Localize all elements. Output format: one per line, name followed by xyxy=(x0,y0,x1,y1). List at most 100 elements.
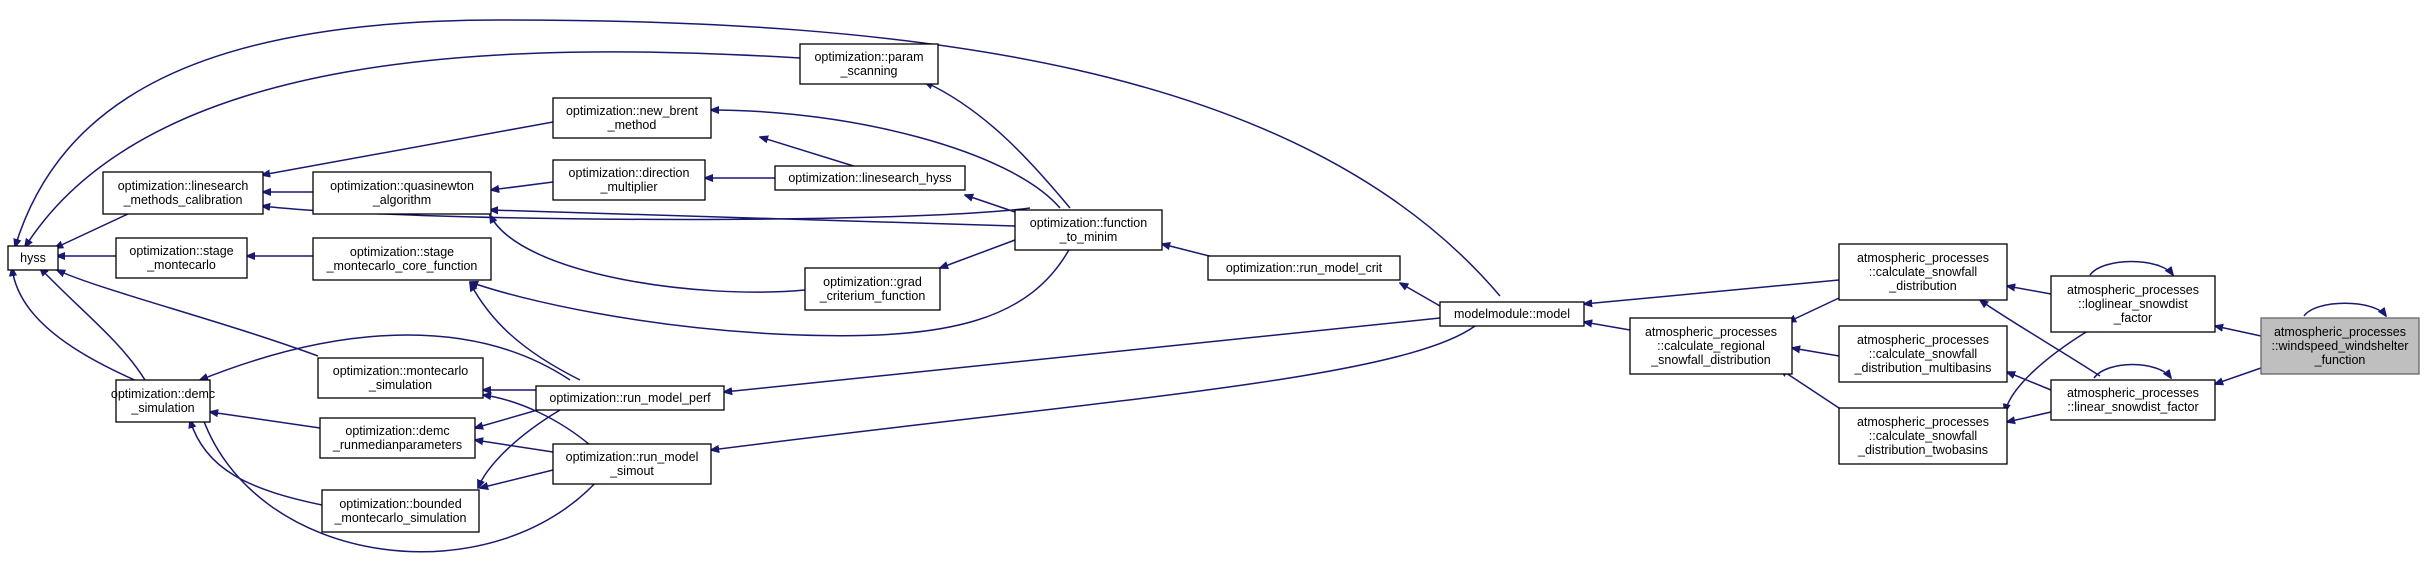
edge-linear-to-twobasins xyxy=(2007,411,2052,422)
node-new-brent[interactable]: optimization::new_brent_method xyxy=(552,97,712,139)
node-box[interactable] xyxy=(1838,325,2008,383)
node-box[interactable] xyxy=(535,385,725,411)
node-quasinewton[interactable]: optimization::quasinewton_algorithm xyxy=(312,171,492,215)
node-box[interactable] xyxy=(1207,255,1401,281)
node-label-line: optimization::bounded xyxy=(339,497,461,511)
node-label-line: _distribution_multibasins xyxy=(1854,361,1992,375)
edge-direction-to-quasinewton xyxy=(491,181,554,190)
node-box[interactable] xyxy=(774,165,966,191)
node-demc-runmedian[interactable]: optimization::demc_runmedianparameters xyxy=(319,417,476,459)
node-box[interactable] xyxy=(1838,243,2008,301)
node-box[interactable] xyxy=(312,171,492,215)
node-linesearch-calibration[interactable]: optimization::linesearch_methods_calibra… xyxy=(102,171,264,215)
edge-linear-to-multibasins xyxy=(2007,372,2052,391)
node-box[interactable] xyxy=(552,159,706,201)
node-demc-simulation[interactable]: optimization::demc_simulation xyxy=(111,379,215,423)
node-box[interactable] xyxy=(115,379,211,423)
node-windspeed-windshelter[interactable]: atmospheric_processes::windspeed_windshe… xyxy=(2260,317,2420,375)
node-box[interactable] xyxy=(804,267,941,311)
node-label-line: optimization::direction xyxy=(569,166,690,180)
node-run-model-simout[interactable]: optimization::run_model_simout xyxy=(552,443,712,485)
node-box[interactable] xyxy=(2050,379,2216,421)
edge-simout-to-demc-runmedian xyxy=(475,440,554,453)
node-label-line: _methods_calibration xyxy=(123,193,243,207)
node-label-line: atmospheric_processes xyxy=(1857,333,1989,347)
edge-linesearch-calibration-to-hyss xyxy=(55,212,131,248)
edge-loglinear-to-twobasins xyxy=(2005,328,2092,412)
node-box[interactable] xyxy=(102,171,264,215)
node-snowfall-twobasins[interactable]: atmospheric_processes::calculate_snowfal… xyxy=(1838,407,2008,465)
node-box[interactable] xyxy=(552,97,712,139)
node-box[interactable] xyxy=(799,43,939,85)
node-box[interactable] xyxy=(7,245,59,271)
node-box[interactable] xyxy=(552,443,712,485)
node-stage-core[interactable]: optimization::stage_montecarlo_core_func… xyxy=(312,237,492,281)
edge-windspeed-to-linear xyxy=(2215,367,2262,384)
node-montecarlo-sim[interactable]: optimization::montecarlo_simulation xyxy=(317,357,484,399)
edge-regional-to-model xyxy=(1584,322,1631,331)
node-box[interactable] xyxy=(319,417,476,459)
node-grad-criterium[interactable]: optimization::grad_criterium_function xyxy=(804,267,941,311)
node-box[interactable] xyxy=(2260,317,2420,375)
node-label-line: _snowfall_distribution xyxy=(1650,353,1771,367)
edge-perf-to-stage-core xyxy=(470,283,581,381)
node-label-line: modelmodule::model xyxy=(1454,307,1570,321)
edge-runmedian-to-demc xyxy=(210,412,321,429)
node-box[interactable] xyxy=(1838,407,2008,465)
node-stage-montecarlo[interactable]: optimization::stage_montecarlo xyxy=(115,237,248,279)
node-run-model-crit[interactable]: optimization::run_model_crit xyxy=(1207,255,1401,281)
node-label-line: _scanning xyxy=(840,64,898,78)
node-label-line: _simulation xyxy=(130,401,194,415)
node-linear-snowdist[interactable]: atmospheric_processes::linear_snowdist_f… xyxy=(2050,379,2216,421)
edge-grad-to-quasinewton xyxy=(490,215,806,293)
node-label-line: _method xyxy=(607,118,657,132)
edge-loglinear-to-loglinear xyxy=(2089,260,2173,276)
node-snowfall-distribution[interactable]: atmospheric_processes::calculate_snowfal… xyxy=(1838,243,2008,301)
node-label-line: _simulation xyxy=(368,378,432,392)
edge-simout-to-montecarlo xyxy=(483,395,591,446)
node-function-to-minim[interactable]: optimization::function_to_minim xyxy=(1014,209,1163,251)
edge-linesearch-hyss-to-new-brent xyxy=(760,137,861,169)
node-label-line: optimization::param xyxy=(814,50,923,64)
node-loglinear-snowdist[interactable]: atmospheric_processes::loglinear_snowdis… xyxy=(2050,275,2216,333)
node-snowfall-multibasins[interactable]: atmospheric_processes::calculate_snowfal… xyxy=(1838,325,2008,383)
node-box[interactable] xyxy=(1014,209,1163,251)
node-label-line: optimization::stage xyxy=(129,244,233,258)
node-hyss[interactable]: hyss xyxy=(7,245,59,271)
node-label-line: optimization::run_model_crit xyxy=(1226,261,1383,275)
node-bounded-mc[interactable]: optimization::bounded_montecarlo_simulat… xyxy=(321,489,480,533)
node-label-line: _montecarlo_simulation xyxy=(333,511,466,525)
edge-ftm-to-new-brent xyxy=(711,110,1061,209)
node-box[interactable] xyxy=(317,357,484,399)
node-box[interactable] xyxy=(312,237,492,281)
node-regional-snowfall[interactable]: atmospheric_processes::calculate_regiona… xyxy=(1629,317,1793,375)
node-model[interactable]: modelmodule::model xyxy=(1439,301,1585,327)
node-label-line: atmospheric_processes xyxy=(1857,251,1989,265)
node-box[interactable] xyxy=(1439,301,1585,327)
node-label-line: ::calculate_snowfall xyxy=(1869,347,1977,361)
edge-linear-to-snowfall-distribution xyxy=(1980,300,2101,377)
node-label-line: atmospheric_processes xyxy=(1645,325,1777,339)
node-label-line: _distribution_twobasins xyxy=(1857,443,1988,457)
node-label-line: _criterium_function xyxy=(819,289,926,303)
edge-ftm-to-stage-core xyxy=(470,247,1071,337)
edges-layer xyxy=(12,19,2386,553)
edge-ftm-to-quasinewton xyxy=(490,210,1016,227)
node-box[interactable] xyxy=(115,237,248,279)
node-label-line: optimization::linesearch xyxy=(118,179,249,193)
node-box[interactable] xyxy=(1629,317,1793,375)
node-label-line: ::calculate_regional xyxy=(1657,339,1765,353)
node-label-line: _multiplier xyxy=(600,180,658,194)
node-label-line: optimization::montecarlo xyxy=(333,364,469,378)
node-run-model-perf[interactable]: optimization::run_model_perf xyxy=(535,385,725,411)
node-box[interactable] xyxy=(321,489,480,533)
edge-ftm-to-grad-criterium xyxy=(940,239,1016,268)
node-box[interactable] xyxy=(2050,275,2216,333)
node-label-line: ::windspeed_windshelter xyxy=(2272,339,2409,353)
node-direction-multiplier[interactable]: optimization::direction_multiplier xyxy=(552,159,706,201)
edge-linear-to-linear xyxy=(2093,363,2171,379)
node-param-scanning[interactable]: optimization::param_scanning xyxy=(799,43,939,85)
node-label-line: _to_minim xyxy=(1059,230,1118,244)
node-linesearch-hyss[interactable]: optimization::linesearch_hyss xyxy=(774,165,966,191)
